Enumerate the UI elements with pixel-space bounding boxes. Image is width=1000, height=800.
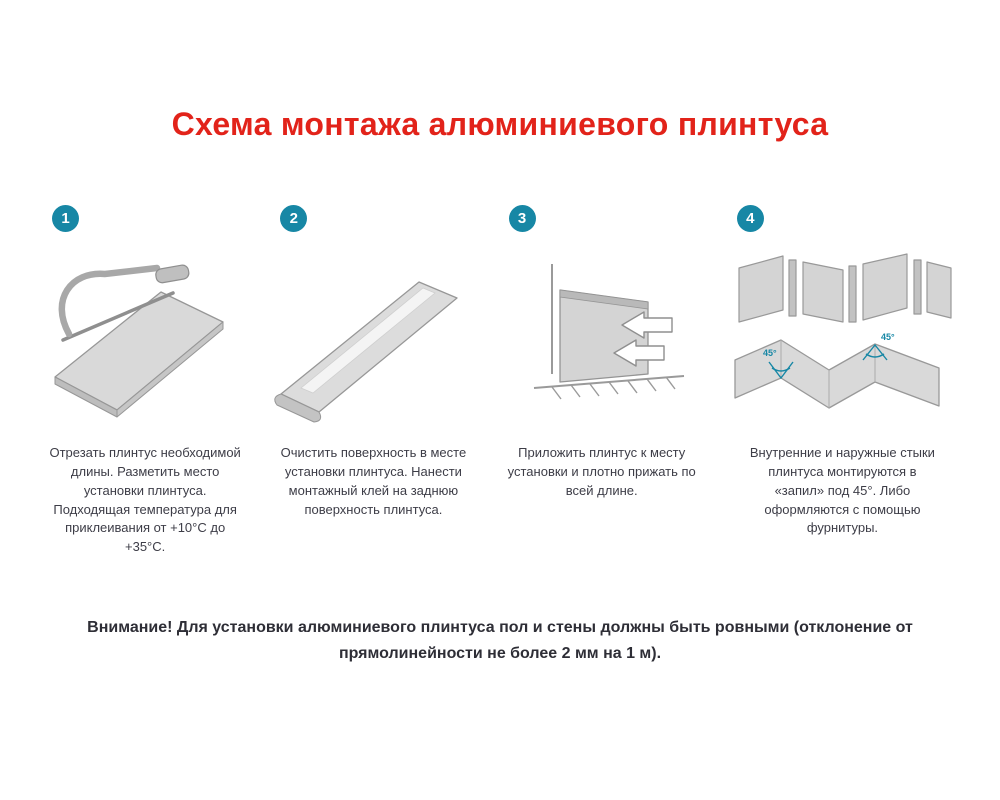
angle-45-mark-left: 45°: [763, 348, 794, 379]
plinth-plank-shape: [54, 290, 224, 417]
step-2-caption: Очистить поверхность в месте установки п…: [280, 445, 467, 517]
press-to-wall-icon: [533, 263, 684, 399]
corner-joints-icon: 45° 45°: [734, 252, 952, 409]
step-3-number-badge: 3: [508, 205, 536, 232]
steps-row: 1 Отрезать п: [0, 205, 1000, 557]
step-4-illustration: 45° 45°: [723, 238, 962, 430]
step-3-caption: Приложить плинтус к месту установки и пл…: [507, 445, 696, 498]
step-3: 3: [495, 205, 709, 501]
step-1-illustration: [38, 238, 252, 430]
step-4-number-badge: 4: [736, 205, 764, 232]
hacksaw-icon: [58, 264, 190, 342]
step-1-number-badge: 1: [52, 205, 79, 232]
plinth-panel-shape: [559, 288, 649, 383]
wall-and-floor-lines: [533, 263, 684, 399]
svg-text:45°: 45°: [763, 348, 777, 358]
wall-panels-row: [738, 252, 952, 323]
installation-diagram-page: Схема монтажа алюминиевого плинтуса 1: [0, 106, 1000, 800]
page-title: Схема монтажа алюминиевого плинтуса: [171, 106, 829, 142]
step-4: 4: [723, 205, 962, 538]
step-1: 1 Отрезать п: [38, 205, 252, 557]
step-2-number-badge: 2: [280, 205, 308, 232]
hacksaw-cutting-plinth-icon: [54, 264, 224, 417]
step-4-caption: Внутренние и наружные стыки плинтуса мон…: [749, 445, 935, 536]
plinth-profile-glue-icon: [274, 280, 459, 422]
step-3-illustration: [495, 238, 709, 430]
svg-text:45°: 45°: [881, 332, 895, 342]
press-arrow-icons: [613, 310, 673, 367]
step-1-caption: Отрезать плинтус необходимой длины. Разм…: [49, 445, 241, 555]
step-2: 2 Очистить поверхность в месте установки…: [266, 205, 480, 519]
attention-text: Для установки алюминиевого плинтуса пол …: [176, 619, 913, 663]
step-2-illustration: [266, 238, 480, 430]
plinth-profile-shape: [274, 280, 459, 422]
attention-note: Внимание! Для установки алюминиевого пли…: [83, 615, 918, 668]
attention-label: Внимание!: [87, 619, 173, 637]
angle-45-mark-right: 45°: [862, 332, 895, 360]
glue-strip-shape: [300, 287, 437, 393]
